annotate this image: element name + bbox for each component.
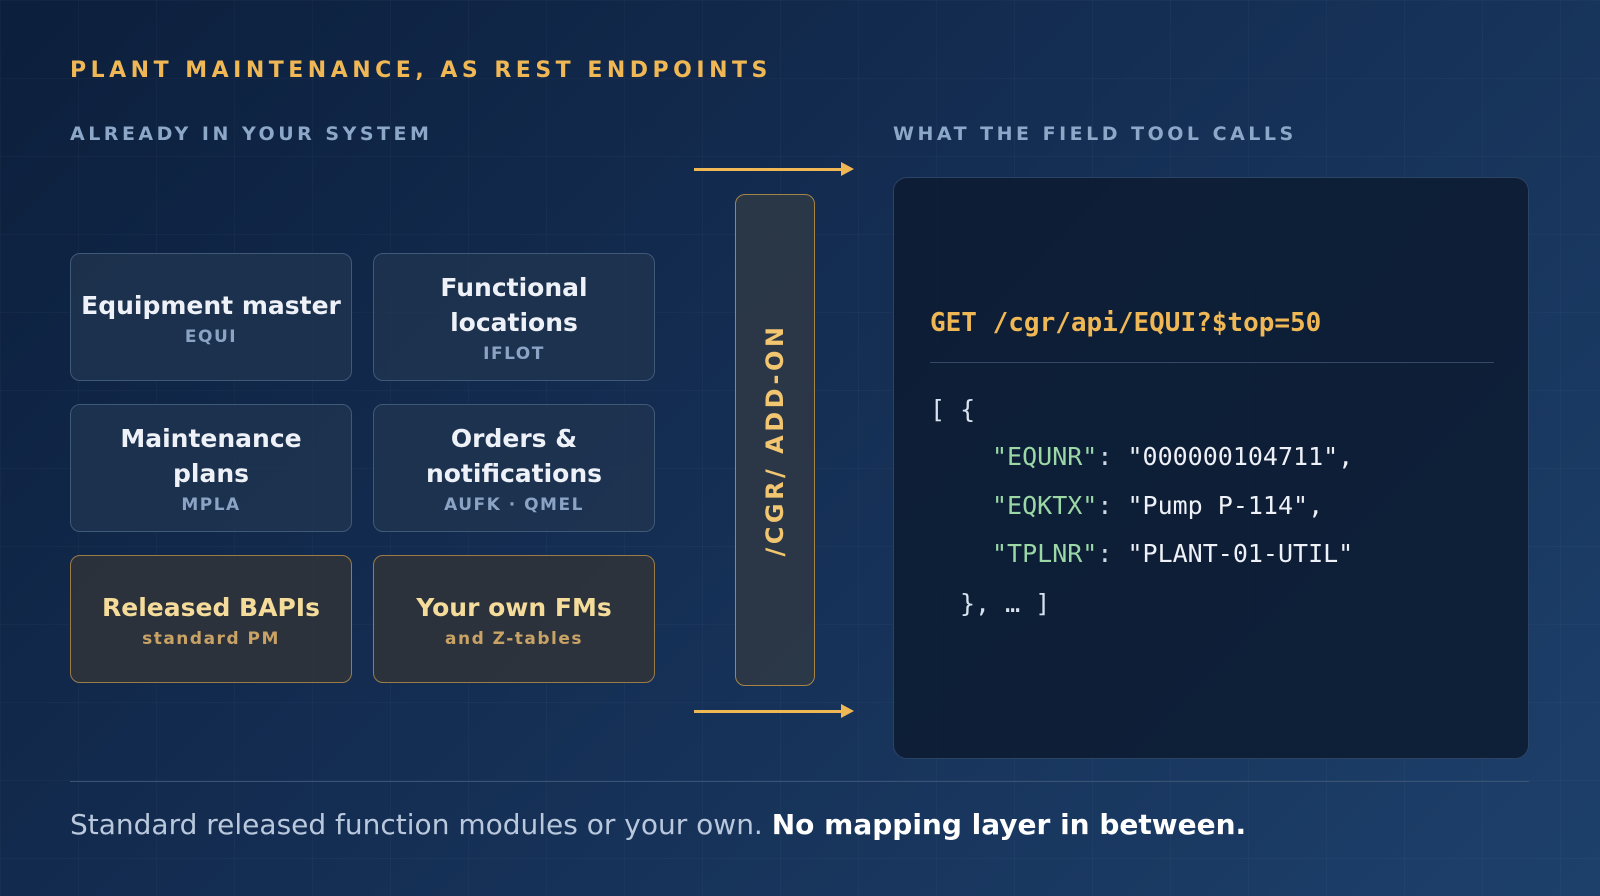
tile-subtitle: AUFK · QMEL [444,495,584,515]
arrow-head [841,704,854,718]
bottom-arrow-right-icon [694,704,854,718]
tile-subtitle: EQUI [184,326,238,347]
code-close-bracket: }, … ] [960,589,1051,618]
code-open-bracket: [ { [930,395,976,424]
code-separator: : [1097,491,1128,520]
code-value: "Pump P-114", [1127,491,1324,520]
tile-orders-notifications: Orders & notifications AUFK · QMEL [373,404,655,532]
tagline-plain: Standard released function modules or yo… [70,808,763,841]
code-request-line: GET /cgr/api/EQUI?$top=50 [930,308,1322,338]
code-field-line: "EQUNR": "000000104711", [992,442,1353,471]
tile-title: Orders & notifications [425,424,603,488]
tile-subtitle: MPLA [181,495,241,515]
arrow-shaft [694,168,842,171]
tile-title: Released BAPIs [102,592,320,622]
code-value: "PLANT-01-UTIL" [1127,539,1354,568]
code-field-line: "EQKTX": "Pump P-114", [992,491,1323,520]
tile-title: Maintenance plans [120,424,302,488]
tile-maintenance-plans: Maintenance plans MPLA [70,404,352,532]
tile-equipment-master: Equipment master EQUI [70,253,352,381]
code-divider [930,362,1494,363]
tile-functional-locations: Functional locations IFLOT [373,253,655,381]
tile-title: Functional locations [440,273,588,337]
tile-subtitle: standard PM [142,628,280,649]
tile-own-fms: Your own FMs and Z-tables [373,555,655,683]
code-key: "EQKTX" [992,491,1098,520]
page-eyebrow: PLANT MAINTENANCE, AS REST ENDPOINTS [70,58,772,83]
left-column-label: ALREADY IN YOUR SYSTEM [70,123,433,145]
arrow-head [841,162,854,176]
addon-bar: /CGR/ ADD-ON [735,194,815,686]
code-panel: GET /cgr/api/EQUI?$top=50 [ { "EQUNR": "… [893,177,1529,759]
tile-title: Equipment master [81,290,341,320]
tile-subtitle: IFLOT [483,344,545,364]
code-value: "000000104711", [1127,442,1354,471]
code-separator: : [1097,539,1128,568]
code-separator: : [1097,442,1128,471]
tagline-strong: No mapping layer in between. [771,808,1247,841]
footer-divider [70,781,1529,782]
tile-released-bapis: Released BAPIs standard PM [70,555,352,683]
addon-label: /CGR/ ADD-ON [761,323,789,557]
tile-title: Your own FMs [416,592,612,622]
code-key: "TPLNR" [992,539,1098,568]
footer-tagline: Standard released function modules or yo… [70,808,1246,841]
tile-subtitle: and Z-tables [445,628,583,649]
code-field-line: "TPLNR": "PLANT-01-UTIL" [992,539,1353,568]
top-arrow-right-icon [694,162,854,176]
code-key: "EQUNR" [992,442,1098,471]
arrow-shaft [694,710,842,713]
right-column-label: WHAT THE FIELD TOOL CALLS [893,123,1297,145]
